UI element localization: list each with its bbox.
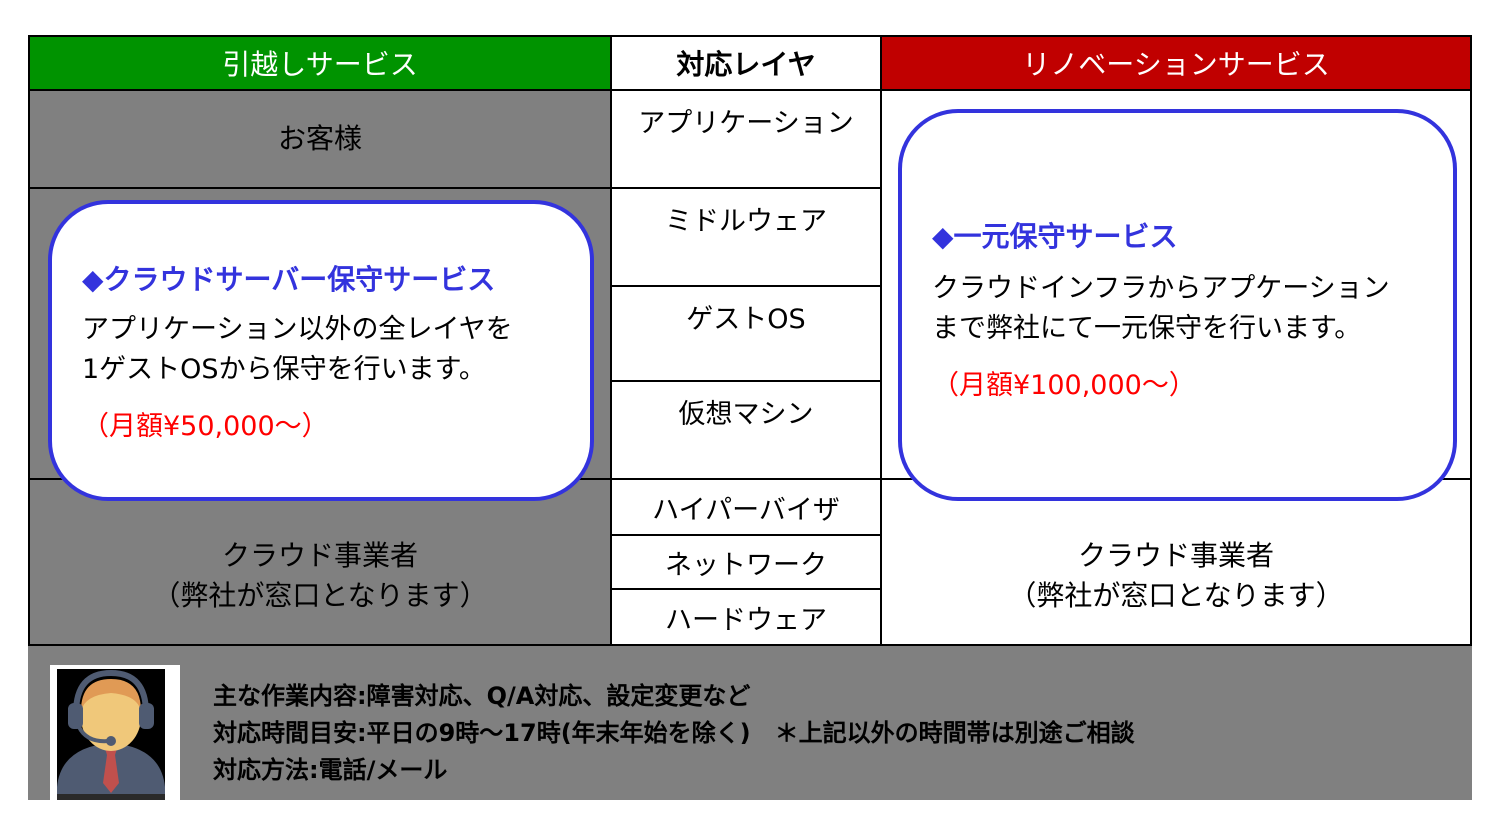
card-price: （月額¥50,000～） (82, 411, 329, 442)
unified-maintenance-card: ◆一元保守サービス クラウドインフラからアプケーション まで弊社にて一元保守を行… (898, 109, 1457, 501)
card-description-line2: 1ゲストOSから保守を行います。 (82, 354, 486, 385)
layer-label: アプリケーション (638, 108, 854, 139)
layer-label: ミドルウェア (665, 206, 827, 237)
layer-label: ハイパーバイザ (652, 494, 840, 526)
layer-virtual-machine: 仮想マシン (612, 382, 882, 480)
layer-label: ネットワーク (665, 549, 827, 581)
layer-label: ゲストOS (686, 304, 806, 335)
support-work-content: 主な作業内容:障害対応、Q/A対応、設定変更など (213, 682, 751, 710)
card-title: ◆クラウドサーバー保守サービス (82, 263, 496, 296)
left-provider-cell: クラウド事業者 （弊社が窓口となります） (30, 480, 612, 644)
header-moving-service: 引越しサービス (30, 37, 612, 91)
layer-middleware: ミドルウェア (612, 189, 882, 287)
support-operator-icon (57, 669, 165, 800)
right-provider-note: （弊社が窓口となります） (1008, 579, 1344, 612)
layer-hardware: ハードウェア (612, 590, 882, 644)
right-provider-name: クラウド事業者 (1077, 539, 1274, 572)
left-customer-cell: お客様 (30, 91, 612, 189)
layer-label: 仮想マシン (678, 399, 814, 430)
layer-hypervisor: ハイパーバイザ (612, 480, 882, 536)
card-description-line1: クラウドインフラからアプケーション (932, 273, 1390, 304)
card-description-line2: まで弊社にて一元保守を行います。 (932, 313, 1362, 344)
cloud-server-maintenance-card: ◆クラウドサーバー保守サービス アプリケーション以外の全レイヤを 1ゲストOSか… (48, 200, 594, 501)
layer-guest-os: ゲストOS (612, 287, 882, 382)
support-details: 主な作業内容:障害対応、Q/A対応、設定変更など 対応時間目安:平日の9時～17… (213, 678, 1453, 789)
layer-application: アプリケーション (612, 91, 882, 189)
right-provider-cell: クラウド事業者 （弊社が窓口となります） (882, 480, 1470, 644)
support-hours: 対応時間目安:平日の9時～17時(年末年始を除く) ＊上記以外の時間帯は別途ご相… (213, 719, 1135, 747)
left-provider-note: （弊社が窓口となります） (152, 579, 488, 612)
card-price: （月額¥100,000～） (932, 370, 1196, 401)
support-info-panel (28, 646, 1472, 800)
header-supported-layers: 対応レイヤ (612, 37, 882, 91)
left-provider-name: クラウド事業者 (221, 539, 418, 572)
card-title: ◆一元保守サービス (932, 220, 1178, 253)
customer-label: お客様 (277, 122, 362, 155)
support-contact-method: 対応方法:電話/メール (213, 756, 448, 784)
layer-label: ハードウェア (665, 604, 827, 636)
layer-network: ネットワーク (612, 536, 882, 590)
card-description-line1: アプリケーション以外の全レイヤを (82, 314, 513, 345)
header-renovation-service: リノベーションサービス (882, 37, 1470, 91)
